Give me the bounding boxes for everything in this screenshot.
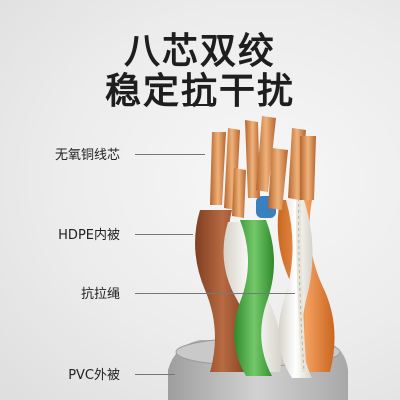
- headline-line-1: 八芯双绞: [123, 31, 276, 72]
- copper-core-3: [245, 120, 260, 198]
- title-divider: [185, 104, 215, 106]
- leader-copper-core: [135, 154, 205, 155]
- leader-hdpe-inner: [135, 234, 193, 235]
- copper-core-5: [268, 148, 288, 210]
- headline-line-2: 稳定抗干扰: [104, 71, 295, 112]
- copper-core-8: [232, 168, 246, 218]
- callout-pvc-jacket: PVC外被: [68, 368, 120, 383]
- white-wire-right: [278, 200, 313, 378]
- green-wire: [234, 220, 274, 376]
- callout-strength-cord: 抗拉绳: [80, 287, 120, 302]
- callout-copper-core: 无氧铜线芯: [54, 148, 120, 163]
- copper-core-7: [300, 136, 316, 200]
- leader-strength-cord: [135, 293, 295, 294]
- copper-core-1: [210, 132, 226, 205]
- callout-hdpe-inner: HDPE内被: [58, 228, 120, 243]
- copper-core-4: [256, 116, 276, 192]
- leader-pvc-jacket: [135, 374, 175, 375]
